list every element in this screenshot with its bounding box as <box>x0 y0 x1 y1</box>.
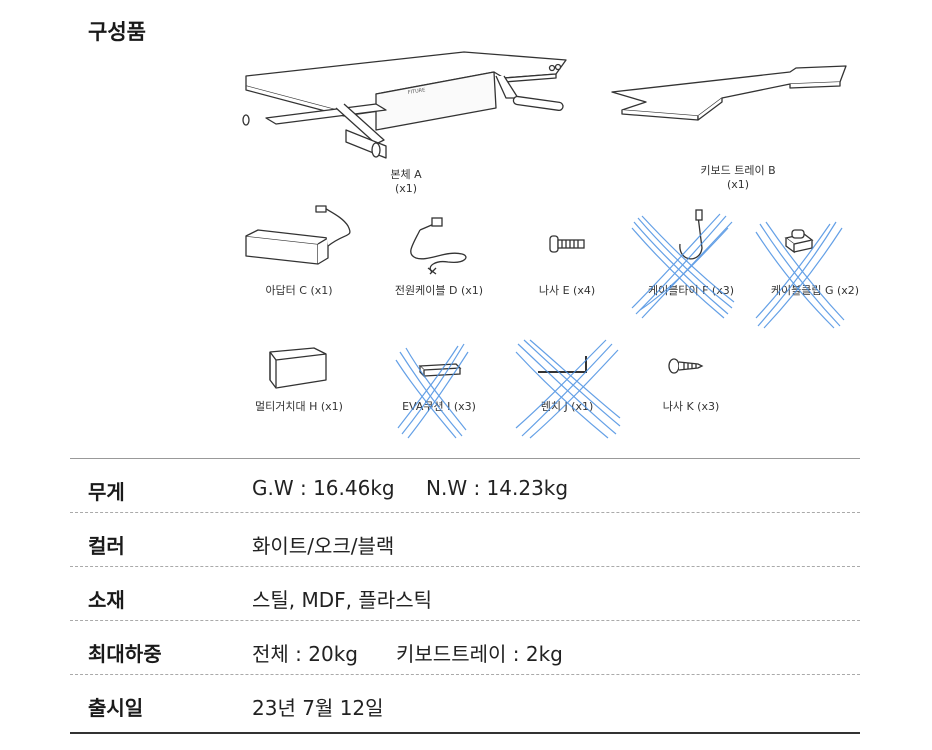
cable-clip-illustration <box>784 229 814 254</box>
spec-row-weight: 무게 G.W : 16.46kg N.W : 14.23kg <box>70 462 860 514</box>
spec-divider <box>70 566 860 567</box>
component-cable-clip: 케이블클립 G (x2) <box>752 202 878 298</box>
adapter-illustration <box>245 205 351 265</box>
component-keyboard-tray: 키보드 트레이 B (x1) <box>608 52 868 192</box>
spec-label: 최대하중 <box>88 642 162 666</box>
component-label: 나사 K (x3) <box>662 400 720 413</box>
component-label: 케이블타이 F (x3) <box>647 284 734 297</box>
eva-cushion-illustration <box>418 363 462 378</box>
spec-row-material: 소재 스틸, MDF, 플라스틱 <box>70 570 860 622</box>
spec-value-gross: G.W : 16.46kg <box>252 476 395 500</box>
component-qty: (x1) <box>394 182 418 195</box>
spec-value-total: 전체 : 20kg <box>252 642 358 666</box>
spec-top-rule <box>70 458 860 459</box>
component-label: 렌치 J (x1) <box>540 400 594 413</box>
component-label: 아답터 C (x1) <box>265 284 333 297</box>
spec-row-color: 컬러 화이트/오크/블랙 <box>70 516 860 568</box>
screw-k-illustration <box>668 358 704 374</box>
power-cable-illustration <box>410 217 467 275</box>
component-adapter: 아답터 C (x1) <box>236 202 362 298</box>
component-label: 나사 E (x4) <box>538 284 596 297</box>
component-label: 케이블클립 G (x2) <box>770 284 860 297</box>
component-eva-cushion: EVA쿠션 I (x3) <box>376 330 502 414</box>
section-title: 구성품 <box>88 20 146 44</box>
spec-label: 소재 <box>88 588 125 612</box>
component-cable-tie: 케이블타이 F (x3) <box>628 202 754 298</box>
desk-brand-text: FITURE <box>407 87 425 96</box>
spec-row-release: 출시일 23년 7월 12일 <box>70 678 860 730</box>
wrench-illustration <box>538 356 587 373</box>
component-screw-k: 나사 K (x3) <box>628 330 754 414</box>
spec-label: 무게 <box>88 480 125 504</box>
component-label: 키보드 트레이 B <box>700 164 776 177</box>
component-label: 본체 A <box>390 168 422 181</box>
spec-bottom-rule <box>70 732 860 734</box>
component-screw-e: 나사 E (x4) <box>504 202 630 298</box>
component-label: 멀티거치대 H (x1) <box>255 400 343 413</box>
spec-label: 컬러 <box>88 534 125 558</box>
component-label: EVA쿠션 I (x3) <box>402 400 476 413</box>
spec-value-net: N.W : 14.23kg <box>426 476 569 500</box>
keyboard-tray-illustration <box>611 65 847 121</box>
component-power-cable: 전원케이블 D (x1) <box>376 202 502 298</box>
component-label: 전원케이블 D (x1) <box>394 284 484 297</box>
spec-row-max-load: 최대하중 전체 : 20kg 키보드트레이 : 2kg <box>70 624 860 676</box>
component-wrench: 렌치 J (x1) <box>504 330 630 414</box>
spec-value-tray: 키보드트레이 : 2kg <box>396 642 563 666</box>
component-multi-holder: 멀티거치대 H (x1) <box>236 330 362 414</box>
multi-holder-illustration <box>269 347 327 389</box>
main-body-illustration: FITURE <box>242 51 567 159</box>
spec-divider <box>70 674 860 675</box>
screw-e-illustration <box>549 235 585 253</box>
spec-label: 출시일 <box>88 696 144 720</box>
component-main-body: FITURE 본체 A (x1) <box>236 48 576 196</box>
spec-value: 23년 7월 12일 <box>252 696 384 720</box>
component-qty: (x1) <box>726 178 750 191</box>
spec-value: 스틸, MDF, 플라스틱 <box>252 588 432 612</box>
cable-tie-illustration <box>679 209 703 260</box>
spec-divider <box>70 620 860 621</box>
spec-value: 화이트/오크/블랙 <box>252 534 395 558</box>
spec-divider <box>70 512 860 513</box>
